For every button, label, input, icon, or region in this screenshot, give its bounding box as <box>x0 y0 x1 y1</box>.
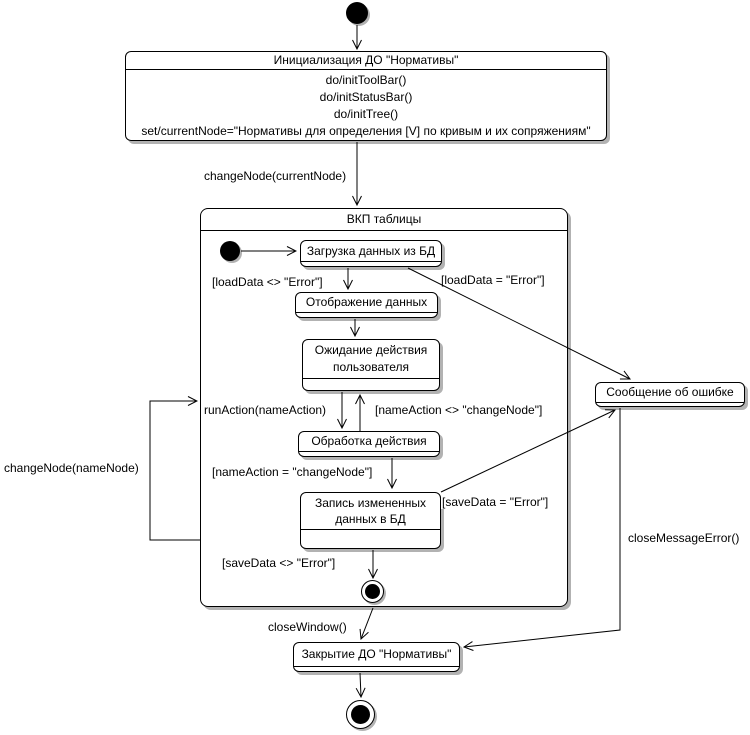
final-state-icon <box>346 700 375 729</box>
state-action-line: do/initToolBar() <box>325 73 407 87</box>
state-compartment <box>294 666 459 671</box>
state-error-message: Сообщение об ошибке <box>595 382 745 407</box>
state-title: Обработка действия <box>311 434 427 448</box>
transition-label-load-error: [loadData = "Error"] <box>440 273 546 287</box>
transition-label-close-window: closeWindow() <box>267 620 348 634</box>
state-load-data: Загрузка данных из БД <box>300 240 442 267</box>
transition-label-action-not-change-node: [nameAction <> "changeNode"] <box>374 403 544 417</box>
transition-composite-self-loop <box>149 401 200 541</box>
state-action-line: do/initTree() <box>333 107 399 121</box>
state-close-normativy: Закрытие ДО "Нормативы" <box>293 642 460 672</box>
state-title: Сообщение об ошибке <box>606 385 734 399</box>
state-title: Закрытие ДО "Нормативы" <box>301 647 452 661</box>
transition-close-to-final <box>360 672 361 697</box>
initial-state-icon <box>346 2 368 24</box>
state-display-data: Отображение данных <box>295 292 438 318</box>
state-compartment <box>296 312 437 317</box>
state-action-line: set/currentNode="Нормативы для определен… <box>141 124 591 138</box>
final-state-core <box>351 705 370 724</box>
transition-label-save-ok: [saveData <> "Error"] <box>221 556 337 570</box>
transition-label-run-action: runAction(nameAction) <box>203 403 328 417</box>
state-init-normativy: Инициализация ДО "Нормативы" do/initTool… <box>125 51 607 141</box>
state-compartment <box>301 261 441 266</box>
state-compartment <box>596 402 744 406</box>
transition-composite-to-close <box>361 607 374 639</box>
inner-final-state-icon <box>361 580 384 603</box>
state-title: Ожидание действия пользователя <box>314 343 428 374</box>
state-process-action: Обработка действия <box>298 431 440 457</box>
transition-label-save-error: [saveData = "Error"] <box>441 495 550 509</box>
transition-label-change-node-name: changeNode(nameNode) <box>3 461 140 475</box>
inner-final-state-core <box>365 584 380 599</box>
state-compartment <box>299 451 439 456</box>
inner-initial-state-icon <box>220 241 240 261</box>
state-title: Отображение данных <box>305 295 428 309</box>
transition-label-action-change-node: [nameAction = "changeNode"] <box>211 465 374 479</box>
state-actions: do/initToolBar() do/initStatusBar() do/i… <box>126 70 606 140</box>
transition-label-change-node-current: changeNode(currentNode) <box>203 169 348 183</box>
state-title: Загрузка данных из БД <box>306 243 436 258</box>
transition-label-close-message-error: closeMessageError() <box>627 531 741 545</box>
state-title: Запись измененных данных в БД <box>314 496 427 526</box>
state-save-data: Запись измененных данных в БД <box>300 492 441 549</box>
state-wait-user-action: Ожидание действия пользователя <box>302 339 440 391</box>
state-compartment <box>303 378 439 390</box>
state-action-line: do/initStatusBar() <box>319 90 413 104</box>
state-compartment <box>301 529 440 548</box>
transition-label-load-ok: [loadData <> "Error"] <box>211 275 324 289</box>
state-title: Инициализация ДО "Нормативы" <box>126 52 606 70</box>
state-title: ВКП таблицы <box>201 209 567 231</box>
